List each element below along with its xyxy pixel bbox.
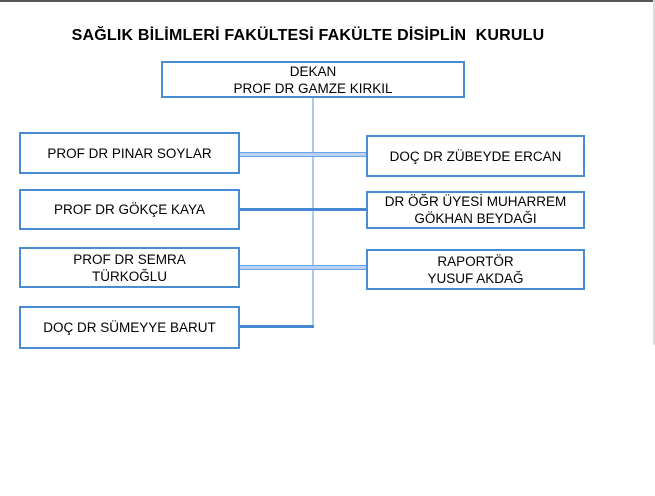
org-box-line: PROF DR PINAR SOYLAR [47,145,212,161]
org-box-raportor-yusuf-akdag[interactable]: RAPORTÖR YUSUF AKDAĞ [366,249,585,290]
org-box-pinar-soylar[interactable]: PROF DR PINAR SOYLAR [19,132,240,174]
connector-row-4 [240,325,314,328]
org-box-line: RAPORTÖR [437,253,514,269]
org-box-semra-turkoglu[interactable]: PROF DR SEMRA TÜRKOĞLU [19,247,240,288]
org-box-gokce-kaya[interactable]: PROF DR GÖKÇE KAYA [19,189,240,230]
page-title: SAĞLIK BİLİMLERİ FAKÜLTESİ FAKÜLTE DİSİP… [71,27,545,44]
org-box-line: PROF DR SEMRA [73,251,186,267]
connector-row-3 [240,265,366,270]
connector-row-2 [240,208,366,211]
org-box-line: PROF DR GÖKÇE KAYA [53,202,206,217]
org-box-line: DEKAN [289,63,337,79]
org-box-line: TÜRKOĞLU [91,268,167,284]
connector-vertical-trunk [312,97,314,328]
org-box-line: GÖKHAN BEYDAĞI [414,211,537,226]
org-box-line: DOÇ DR SÜMEYYE BARUT [43,320,216,335]
org-box-line: DR ÖĞR ÜYESİ MUHARREM [384,194,567,209]
slide-right-edge [653,0,655,345]
org-box-line: DOÇ DR ZÜBEYDE ERCAN [389,148,562,164]
org-box-line: PROF DR GAMZE KIRKIL [233,80,393,96]
org-box-line: YUSUF AKDAĞ [427,270,524,286]
org-box-muharrem-gokhan-beydagi[interactable]: DR ÖĞR ÜYESİ MUHARREM GÖKHAN BEYDAĞI [366,191,585,229]
slide-top-edge [0,0,655,2]
org-box-zubeyde-ercan[interactable]: DOÇ DR ZÜBEYDE ERCAN [366,135,585,177]
connector-row-1 [240,152,366,157]
org-box-sumeyye-barut[interactable]: DOÇ DR SÜMEYYE BARUT [19,306,240,349]
org-box-dekan[interactable]: DEKAN PROF DR GAMZE KIRKIL [161,61,465,98]
